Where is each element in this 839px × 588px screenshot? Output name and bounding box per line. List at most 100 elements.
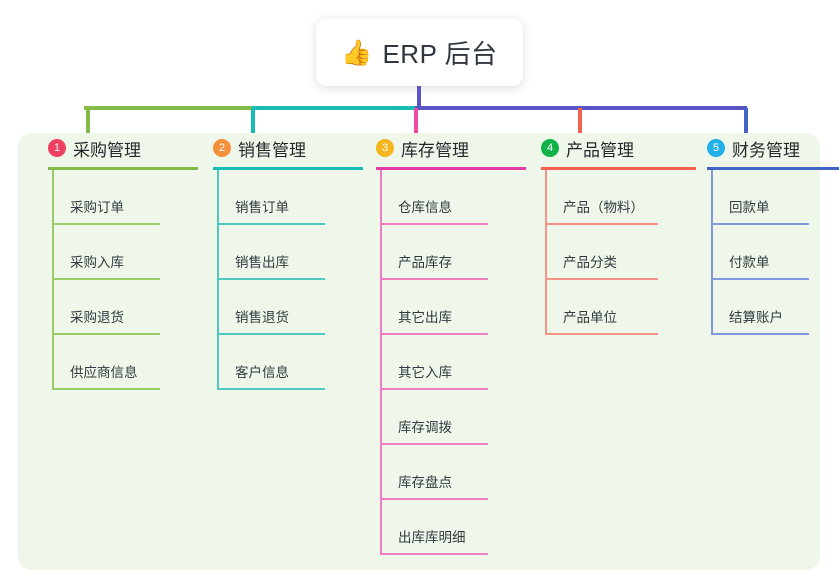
branch-spine-2 [217,170,219,390]
branch-rule-3 [376,167,526,170]
drop-connector-3 [414,108,418,140]
leaf-item-rule [217,223,325,225]
branch-title-1: 采购管理 [73,140,141,160]
leaf-item[interactable]: 库存盘点 [361,445,526,500]
leaf-item-rule [711,333,809,335]
branch-badge-2: 2 [213,139,231,157]
leaf-item-rule [217,388,325,390]
branch-header-3[interactable]: 3 库存管理 [361,133,526,163]
branch-badge-4: 4 [541,139,559,157]
leaf-item[interactable]: 产品（物料） [526,170,696,225]
leaf-item-label: 产品（物料） [563,200,644,215]
root-node-title: ERP 后台 [382,38,498,69]
branch-badge-1: 1 [48,139,66,157]
leaf-item-label: 库存盘点 [398,475,452,490]
leaf-item[interactable]: 付款单 [692,225,839,280]
branch-rule-2 [213,167,363,170]
branch-items-2: 销售订单销售出库销售退货客户信息 [198,170,363,390]
branch-badge-5: 5 [707,139,725,157]
leaf-item-rule [380,278,488,280]
leaf-item[interactable]: 仓库信息 [361,170,526,225]
leaf-item[interactable]: 采购订单 [33,170,198,225]
leaf-item[interactable]: 销售订单 [198,170,363,225]
drop-connector-5 [744,108,748,140]
leaf-item-label: 采购订单 [70,200,124,215]
leaf-item[interactable]: 销售出库 [198,225,363,280]
branch-header-4[interactable]: 4 产品管理 [526,133,696,163]
leaf-item-label: 采购入库 [70,255,124,270]
leaf-item-label: 其它入库 [398,365,452,380]
branch-items-1: 采购订单采购入库采购退货供应商信息 [33,170,198,390]
branch-column-3: 3 库存管理仓库信息产品库存其它出库其它入库库存调拨库存盘点出库库明细 [361,133,526,555]
branch-spine-4 [545,170,547,335]
leaf-item-label: 销售退货 [235,310,289,325]
branch-title-2: 销售管理 [238,140,306,160]
leaf-item[interactable]: 采购入库 [33,225,198,280]
branch-spine-1 [52,170,54,390]
leaf-item-label: 其它出库 [398,310,452,325]
branch-title-4: 产品管理 [566,140,634,160]
leaf-item-rule [380,498,488,500]
leaf-item-label: 产品库存 [398,255,452,270]
leaf-item-label: 出库库明细 [398,530,466,545]
branch-rule-4 [541,167,696,170]
drop-connector-2 [251,108,255,140]
root-stem-connector [417,86,421,108]
leaf-item[interactable]: 供应商信息 [33,335,198,390]
leaf-item-rule [380,443,488,445]
branch-column-4: 4 产品管理产品（物料） 产品分类产品单位 [526,133,696,335]
leaf-item-label: 回款单 [729,200,770,215]
leaf-item-label: 销售出库 [235,255,289,270]
branch-header-2[interactable]: 2 销售管理 [198,133,363,163]
branch-column-1: 1 采购管理采购订单采购入库采购退货供应商信息 [33,133,198,390]
leaf-item[interactable]: 销售退货 [198,280,363,335]
branch-badge-3: 3 [376,139,394,157]
leaf-item[interactable]: 采购退货 [33,280,198,335]
branch-spine-3 [380,170,382,555]
leaf-item[interactable]: 产品分类 [526,225,696,280]
leaf-item-label: 采购退货 [70,310,124,325]
leaf-item[interactable]: 产品库存 [361,225,526,280]
leaf-item-label: 供应商信息 [70,365,138,380]
branch-rule-5 [707,167,839,170]
branch-header-5[interactable]: 5 财务管理 [692,133,839,163]
leaf-item-rule [52,278,160,280]
leaf-item-label: 结算账户 [729,310,783,325]
leaf-item-label: 销售订单 [235,200,289,215]
leaf-item-rule [52,223,160,225]
leaf-item-rule [545,278,658,280]
branch-title-5: 财务管理 [732,140,800,160]
branch-items-4: 产品（物料） 产品分类产品单位 [526,170,696,335]
leaf-item-rule [217,333,325,335]
root-node-card[interactable]: 👍 ERP 后台 [316,18,523,86]
leaf-item-rule [711,223,809,225]
leaf-item-rule [52,388,160,390]
thumbs-up-icon: 👍 [341,37,373,67]
leaf-item[interactable]: 产品单位 [526,280,696,335]
leaf-item-label: 仓库信息 [398,200,452,215]
leaf-item-label: 产品分类 [563,255,617,270]
drop-connector-1 [86,108,90,140]
branch-title-3: 库存管理 [401,140,469,160]
leaf-item[interactable]: 其它出库 [361,280,526,335]
leaf-item-rule [545,223,658,225]
leaf-item-label: 付款单 [729,255,770,270]
branch-column-2: 2 销售管理销售订单销售出库销售退货客户信息 [198,133,363,390]
leaf-item[interactable]: 客户信息 [198,335,363,390]
leaf-item[interactable]: 回款单 [692,170,839,225]
drop-connector-4 [578,108,582,140]
leaf-item[interactable]: 其它入库 [361,335,526,390]
leaf-item-rule [711,278,809,280]
bus-segment-left [84,106,254,110]
leaf-item[interactable]: 结算账户 [692,280,839,335]
leaf-item-rule [380,553,488,555]
branch-rule-1 [48,167,198,170]
leaf-item-rule [52,333,160,335]
branch-header-1[interactable]: 1 采购管理 [33,133,198,163]
leaf-item-label: 产品单位 [563,310,617,325]
branch-items-3: 仓库信息产品库存其它出库其它入库库存调拨库存盘点出库库明细 [361,170,526,555]
branch-spine-5 [711,170,713,335]
leaf-item[interactable]: 出库库明细 [361,500,526,555]
leaf-item[interactable]: 库存调拨 [361,390,526,445]
